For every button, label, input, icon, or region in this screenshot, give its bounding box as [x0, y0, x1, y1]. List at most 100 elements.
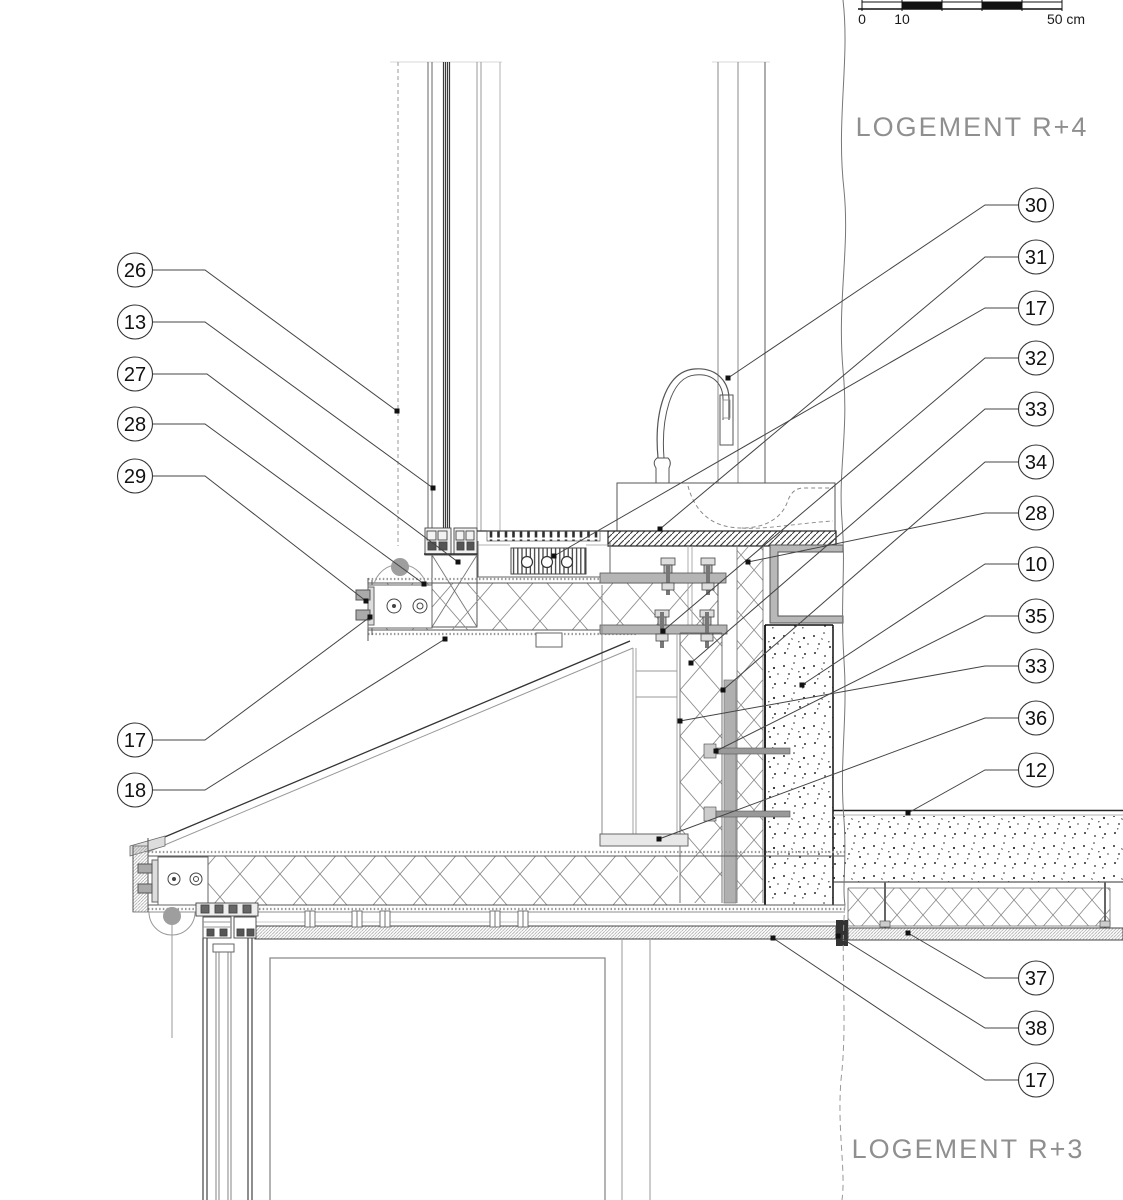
convector-enclosure [477, 541, 611, 578]
svg-text:32: 32 [1025, 348, 1047, 370]
callout-31-8: 31 [1017, 239, 1055, 275]
svg-text:17: 17 [1025, 298, 1047, 320]
sink-and-countertop [607, 368, 837, 547]
leader-dot-30-7 [725, 375, 731, 381]
callout-37-19: 37 [1017, 960, 1055, 996]
concrete-upstand [765, 625, 833, 905]
leader-dot-28-3 [421, 581, 427, 587]
callout-32-10: 32 [1017, 340, 1055, 376]
leader-line-30-7 [727, 204, 1019, 379]
leader-line-13-1 [152, 321, 434, 489]
callout-33-11: 33 [1017, 391, 1055, 427]
callout-36-17: 36 [1017, 700, 1055, 736]
callout-17-5: 17 [116, 722, 154, 758]
floor-slab-right [833, 809, 1123, 928]
leader-dot-36-17 [656, 836, 662, 842]
ceiling-clips [304, 910, 529, 928]
svg-text:13: 13 [124, 312, 146, 334]
lower-floor-assembly [129, 835, 845, 1038]
leader-dot-28-13 [745, 559, 751, 565]
steel-rail-upper [599, 557, 727, 595]
svg-text:28: 28 [1025, 503, 1047, 525]
callout-bubbles: 2613272829171830311732333428103533361237… [116, 187, 1055, 1098]
leader-dot-37-19 [905, 930, 911, 936]
leader-dot-17-5 [367, 614, 373, 620]
callout-17-21: 17 [1017, 1062, 1055, 1098]
concrete-slab [833, 816, 1123, 882]
underslab-insulation [848, 888, 1110, 926]
svg-text:12: 12 [1025, 760, 1047, 782]
leader-dot-17-9 [551, 553, 557, 559]
svg-text:18: 18 [124, 780, 146, 802]
svg-text:31: 31 [1025, 247, 1047, 269]
callout-30-7: 30 [1017, 187, 1055, 223]
callout-33-16: 33 [1017, 648, 1055, 684]
upper-window-section [390, 61, 770, 546]
leader-line-26-0 [152, 269, 398, 412]
svg-text:29: 29 [124, 466, 146, 488]
scale-tick-50: 50 cm [1047, 11, 1085, 27]
wall-insulation-outer [737, 547, 763, 903]
leader-dot-33-11 [688, 660, 694, 666]
edge-block [836, 920, 848, 946]
leader-line-38-20 [837, 935, 1019, 1029]
leader-line-28-13 [747, 512, 1019, 563]
leader-dot-32-10 [660, 628, 666, 634]
leader-dot-31-8 [657, 526, 663, 532]
fixing-bracket-lower [137, 856, 209, 906]
leader-dot-34-12 [720, 687, 726, 693]
leader-line-36-17 [658, 717, 1019, 840]
ventilation-comb-strip [486, 530, 601, 542]
svg-text:17: 17 [124, 730, 146, 752]
leader-dot-27-2 [455, 559, 461, 565]
callout-26-0: 26 [116, 252, 154, 288]
callout-34-12: 34 [1017, 444, 1055, 480]
sill-insulation-band [355, 558, 719, 648]
callout-27-2: 27 [116, 356, 154, 392]
svg-text:36: 36 [1025, 708, 1047, 730]
roller-blind-housing-lower [148, 907, 196, 1038]
svg-text:38: 38 [1025, 1018, 1047, 1040]
leader-dot-18-6 [442, 636, 448, 642]
leader-dot-12-18 [905, 810, 911, 816]
svg-text:34: 34 [1025, 452, 1047, 474]
countertop-slab [607, 530, 837, 547]
break-line [839, 0, 847, 1200]
leader-line-34-12 [722, 461, 1019, 691]
leader-line-17-21 [772, 937, 1019, 1081]
scale-tick-0: 0 [858, 11, 866, 27]
leader-line-27-2 [152, 373, 459, 563]
leader-line-28-3 [152, 423, 425, 585]
soffit-tab [535, 632, 563, 648]
leader-line-33-11 [690, 408, 1019, 664]
leader-line-35-15 [715, 615, 1019, 752]
wall-insulation-inner [680, 633, 722, 903]
suspended-ceiling [254, 910, 1123, 946]
scale-tick-10: 10 [894, 11, 910, 27]
interior-lining [599, 585, 689, 847]
leader-dot-17-21 [770, 935, 776, 941]
support-channel [769, 544, 844, 624]
leader-dot-10-14 [799, 682, 805, 688]
callout-29-4: 29 [116, 458, 154, 494]
lower-window-section [195, 902, 651, 1200]
leader-line-17-5 [152, 616, 371, 741]
leader-lines [152, 204, 1019, 1081]
svg-text:33: 33 [1025, 399, 1047, 421]
svg-text:33: 33 [1025, 656, 1047, 678]
window-head-hardware [195, 902, 259, 939]
callout-17-9: 17 [1017, 290, 1055, 326]
callout-10-14: 10 [1017, 546, 1055, 582]
leader-dot-33-16 [677, 718, 683, 724]
partition-lines [621, 940, 651, 1200]
callout-18-6: 18 [116, 772, 154, 808]
room-label-lower: LOGEMENT R+3 [852, 1134, 1085, 1164]
leader-line-10-14 [801, 563, 1019, 686]
sloped-soffit [147, 640, 634, 853]
leader-dot-38-20 [835, 933, 841, 939]
callout-13-1: 13 [116, 304, 154, 340]
facade-cladding-edge [132, 845, 149, 913]
leader-dot-35-15 [713, 748, 719, 754]
